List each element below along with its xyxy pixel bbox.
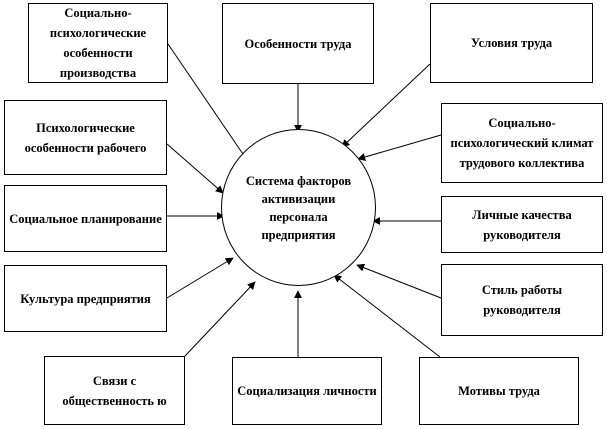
factor-leader-qualities: Личные качества руководителя bbox=[441, 196, 603, 253]
center-circle: Система факторов активизации персонала п… bbox=[221, 129, 376, 286]
factor-socialization: Социализация личности bbox=[232, 357, 382, 425]
factor-work-motives: Мотивы труда bbox=[419, 357, 579, 425]
factor-leader-style: Стиль работы руководителя bbox=[441, 264, 603, 336]
arrow-socio-psych-climate bbox=[357, 134, 442, 161]
arrow-enterprise-culture bbox=[166, 257, 234, 299]
arrow-work-conditions bbox=[341, 63, 431, 148]
factor-social-planning: Социальное планирование bbox=[4, 185, 167, 252]
factor-public-relations: Связи с общественность ю bbox=[44, 356, 185, 425]
factor-socio-psych-climate: Социально-психологический климат трудово… bbox=[441, 103, 603, 183]
factor-enterprise-culture: Культура предприятия bbox=[4, 265, 167, 332]
factor-work-conditions: Условия труда bbox=[430, 3, 593, 83]
factor-socio-psych-production: Социально-психологические особенности пр… bbox=[28, 3, 168, 83]
factor-psych-worker: Психологические особенности рабочего bbox=[4, 100, 167, 175]
center-label: Система факторов активизации персонала п… bbox=[245, 173, 352, 242]
arrow-socio-psych-production bbox=[167, 43, 248, 161]
arrow-leader-style bbox=[356, 263, 442, 299]
arrow-psych-worker bbox=[166, 143, 224, 194]
arrow-public-relations bbox=[184, 281, 256, 357]
arrow-work-motives bbox=[333, 274, 441, 358]
factor-work-features: Особенности труда bbox=[222, 3, 374, 84]
